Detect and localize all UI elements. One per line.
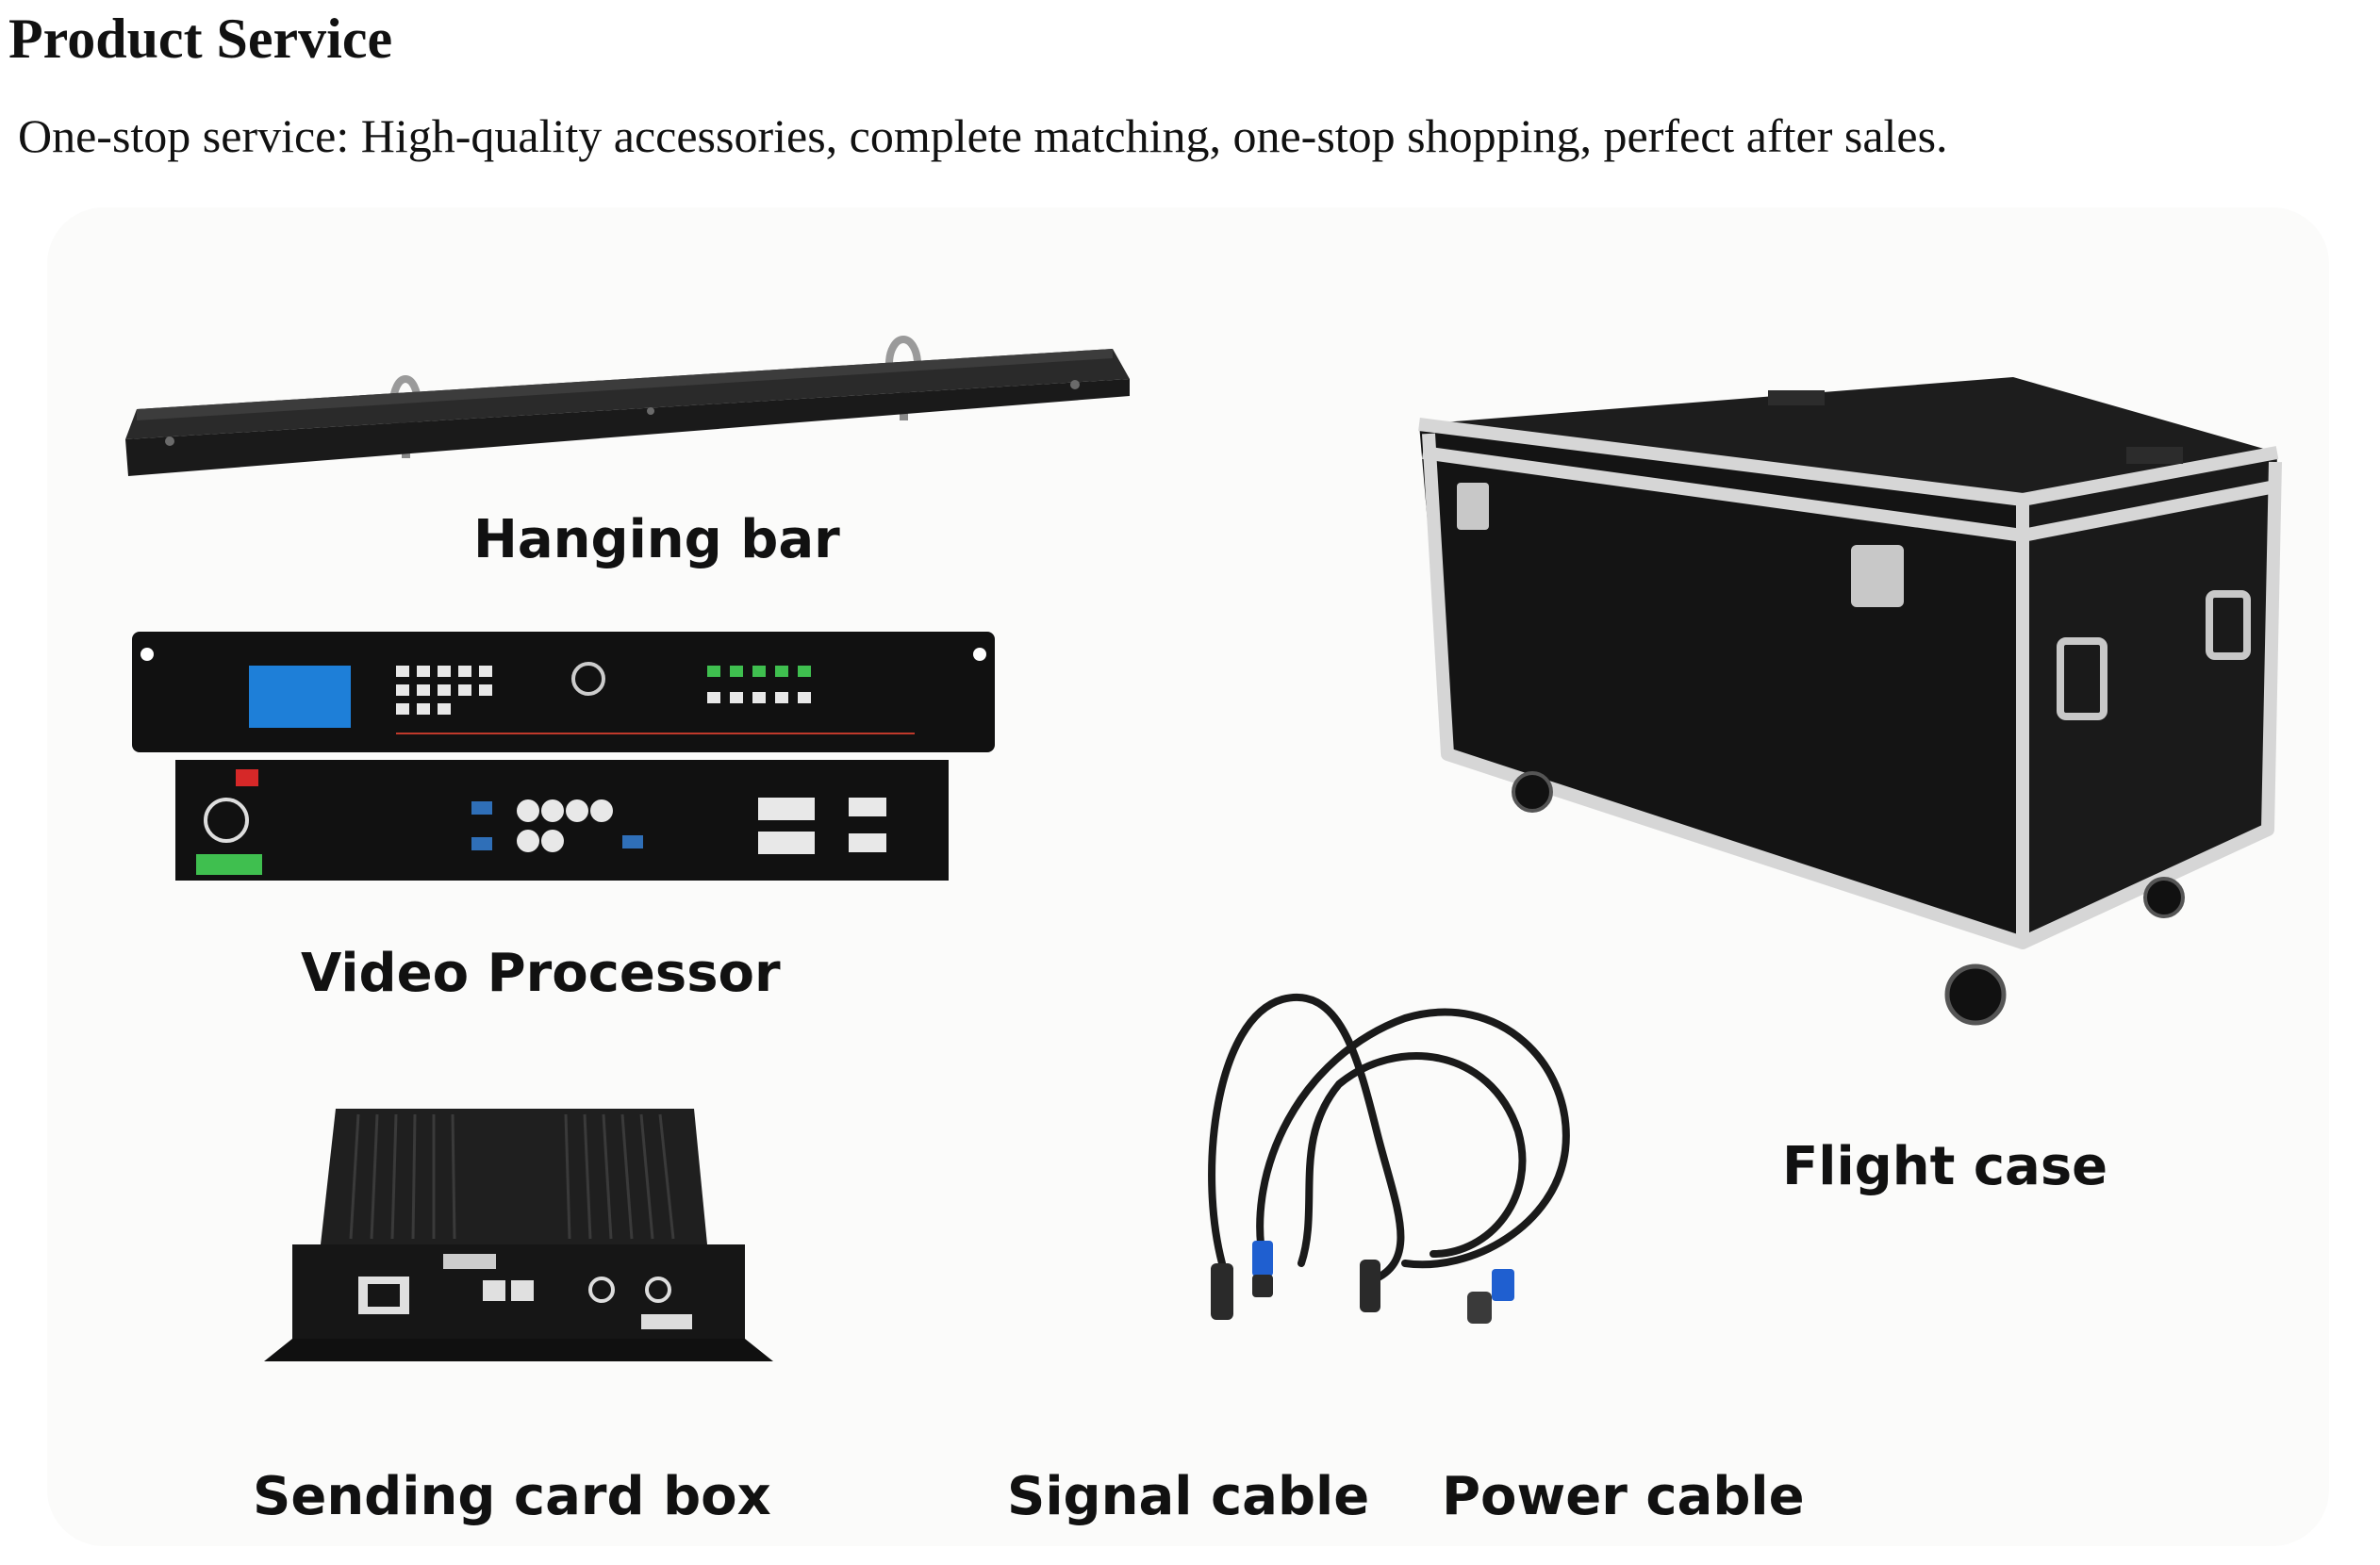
flight-case-image xyxy=(1410,377,2287,1037)
signal-cable-label: Signal cable xyxy=(1007,1466,1370,1527)
video-processor-label: Video Processor xyxy=(301,943,781,1004)
signal-cable-image xyxy=(1188,980,1584,1339)
sending-card-box-image xyxy=(264,1103,773,1367)
page-title: Product Service xyxy=(8,8,393,70)
video-processor-image xyxy=(132,632,995,886)
power-cable-label: Power cable xyxy=(1442,1466,1805,1527)
sending-card-box-label: Sending card box xyxy=(253,1466,771,1527)
flight-case-label: Flight case xyxy=(1782,1136,2108,1197)
hanging-bar-image xyxy=(123,330,1132,481)
page-subtitle: One-stop service: High-quality accessori… xyxy=(18,109,1948,162)
hanging-bar-label: Hanging bar xyxy=(473,509,840,570)
